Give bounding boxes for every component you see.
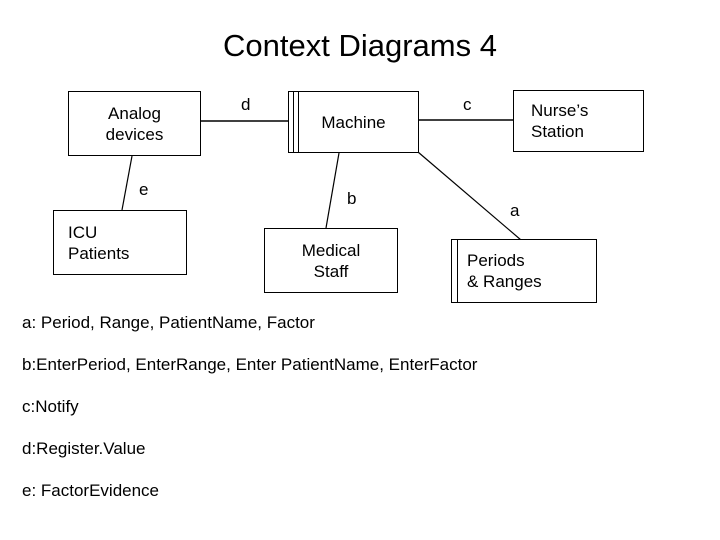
legend-line-a: a: Period, Range, PatientName, Factor xyxy=(22,313,315,332)
domain-box-nurses-station[interactable]: Nurse’s Station xyxy=(513,90,644,152)
edge-b-line xyxy=(325,152,340,229)
legend-line-b: b:EnterPeriod, EnterRange, Enter Patient… xyxy=(22,355,478,374)
domain-box-analog-devices[interactable]: Analog devices xyxy=(68,91,201,156)
domain-label-line: Station xyxy=(531,122,584,141)
edge-label-d: d xyxy=(241,95,251,114)
edge-e-line xyxy=(121,155,133,211)
domain-label-line: Machine xyxy=(321,112,386,132)
domain-label-line: devices xyxy=(105,124,164,144)
edge-a-line xyxy=(417,151,522,241)
diagram-edges xyxy=(121,119,522,241)
context-diagram: Analog devices Machine Nurse’s Station I… xyxy=(53,90,644,303)
domain-label-line: Periods xyxy=(467,251,525,270)
legend-line-e: e: FactorEvidence xyxy=(22,481,160,500)
domain-label-line: Medical xyxy=(301,240,361,260)
legend-line-d: d:Register.Value xyxy=(22,439,146,458)
domain-label-line: Nurse’s xyxy=(531,101,589,120)
domain-label-line: & Ranges xyxy=(467,272,542,291)
edge-label-a: a xyxy=(510,201,520,220)
edge-label-b: b xyxy=(347,189,357,208)
legend-line-c: c:Notify xyxy=(22,397,79,416)
edge-label-e: e xyxy=(139,180,149,199)
domain-label-line: Analog xyxy=(108,103,161,123)
edge-label-c: c xyxy=(463,95,472,114)
domain-box-machine[interactable]: Machine xyxy=(288,91,419,153)
domain-label-line: Patients xyxy=(68,243,130,263)
page-title: Context Diagrams 4 xyxy=(223,28,497,63)
domain-label-line: ICU xyxy=(68,222,98,242)
domain-box-periods-and-ranges[interactable]: Periods & Ranges xyxy=(451,239,597,303)
legend: a: Period, Range, PatientName, Factor b:… xyxy=(22,313,712,501)
domain-label-line: Staff xyxy=(313,261,349,281)
domain-box-icu-patients[interactable]: ICU Patients xyxy=(53,210,187,275)
domain-box-medical-staff[interactable]: Medical Staff xyxy=(264,228,398,293)
